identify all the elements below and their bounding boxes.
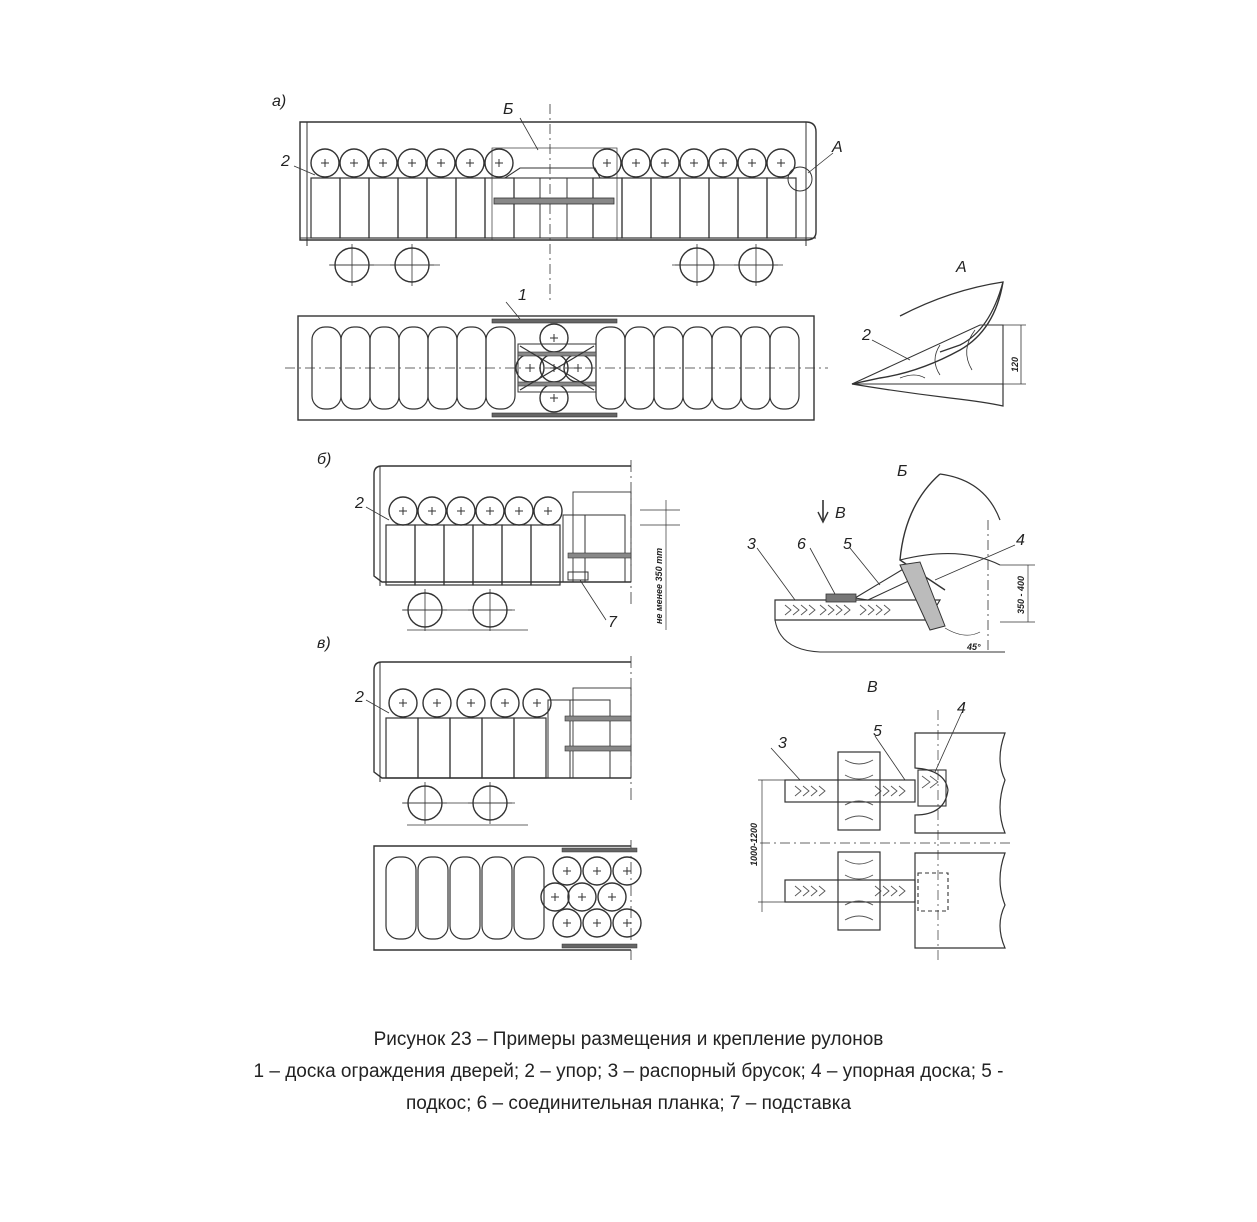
view-v-label: в)	[317, 635, 331, 652]
detail-a: А 2 120	[851, 259, 1026, 407]
detail-a-dimension: 120	[1010, 357, 1020, 372]
view-b-roll-sides	[385, 524, 561, 586]
view-b-label: б)	[317, 451, 331, 468]
view-v-roll-sides	[385, 717, 547, 779]
detail-b-arrow-label: В	[835, 505, 846, 522]
detail-v: В 3 5 4 1000-1200	[749, 679, 1010, 960]
view-b-callout-2: 2	[354, 495, 364, 512]
view-a-callout-a: А	[831, 139, 843, 156]
view-a-callout-2: 2	[280, 153, 290, 170]
figure-caption-line3: подкос; 6 – соединительная планка; 7 – п…	[405, 1093, 852, 1114]
view-b-roll-ends	[388, 496, 563, 526]
plan-center-rolls	[515, 323, 593, 413]
view-v-plan	[373, 840, 642, 960]
view-a-callout-1: 1	[518, 287, 527, 304]
figure-caption-line1: Рисунок 23 – Примеры размещения и крепле…	[373, 1029, 884, 1050]
view-v-plan-rolls	[540, 856, 642, 938]
wheelset-right	[672, 243, 783, 287]
view-a-plan: 1	[285, 287, 828, 421]
view-a-label: а)	[272, 93, 286, 110]
detail-a-callout-2: 2	[861, 327, 871, 344]
view-v: в) 2	[317, 635, 632, 826]
view-b-callout-7: 7	[608, 614, 618, 631]
figure-caption-line2: 1 – доска ограждения дверей; 2 – упор; 3…	[253, 1061, 1004, 1082]
roll-row-sides	[310, 177, 797, 239]
detail-v-dimension: 1000-1200	[749, 823, 759, 866]
detail-b-angle: 45°	[966, 642, 981, 652]
view-v-wheels	[402, 781, 515, 825]
detail-v-callout-4: 4	[957, 700, 966, 717]
wheelset-left	[329, 243, 440, 287]
detail-v-callout-3: 3	[778, 735, 787, 752]
view-a-callout-b: Б	[503, 101, 513, 118]
detail-v-callout-5: 5	[873, 723, 882, 740]
detail-b-callout-5: 5	[843, 536, 852, 553]
detail-v-label: В	[867, 679, 878, 696]
detail-a-label: А	[955, 259, 967, 276]
view-a-elevation: а)	[272, 93, 843, 300]
view-v-roll-ends	[388, 688, 552, 718]
view-b-wheels	[402, 588, 515, 632]
roll-row-ends	[310, 148, 796, 178]
detail-b-label: Б	[897, 463, 907, 480]
view-b: б) 2 7 не менее 350 mm	[317, 451, 680, 632]
detail-b-callout-4: 4	[1016, 532, 1025, 549]
detail-b-callout-6: 6	[797, 536, 806, 553]
view-b-dimension: не менее 350 mm	[654, 548, 664, 624]
detail-b-dimension: 350 - 400	[1016, 576, 1026, 614]
detail-b-callout-3: 3	[747, 536, 756, 553]
detail-b: Б В 3 6 5 4 350 - 400 45°	[747, 463, 1035, 653]
view-v-callout-2: 2	[354, 689, 364, 706]
